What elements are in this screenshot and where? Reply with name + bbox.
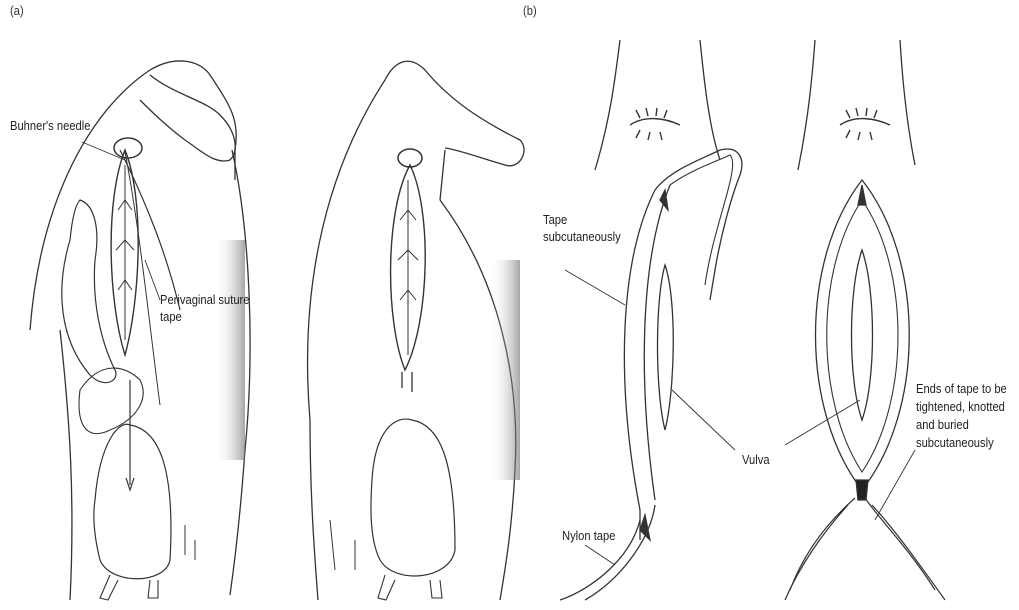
leader-buhners bbox=[82, 142, 125, 160]
leader-perivaginal bbox=[145, 260, 160, 300]
anus-right bbox=[840, 108, 890, 140]
label-tape-1: Tape bbox=[543, 212, 567, 227]
leader-nylon bbox=[585, 545, 615, 565]
label-perivaginal-2: tape bbox=[160, 309, 182, 324]
suture-diagram-right bbox=[785, 40, 945, 600]
tape-ends-right bbox=[785, 498, 945, 600]
cow-right-udder bbox=[371, 419, 455, 576]
label-ends-3: and buried bbox=[916, 417, 969, 432]
leader-vulva-left bbox=[672, 390, 735, 450]
label-ends-4: subcutaneously bbox=[916, 435, 994, 450]
anus-left bbox=[630, 108, 680, 140]
label-ends-1: Ends of tape to be bbox=[916, 381, 1007, 396]
vulva-right bbox=[852, 250, 873, 420]
hand bbox=[62, 200, 116, 383]
cow-left-tail bbox=[140, 75, 235, 161]
cow-right-illustration bbox=[308, 61, 524, 600]
panel-label-b: (b) bbox=[523, 3, 537, 18]
label-buhners-needle: Buhner's needle bbox=[10, 118, 90, 133]
tape-loop-left bbox=[624, 185, 670, 540]
cow-left-illustration bbox=[30, 61, 250, 600]
cow-left-rump bbox=[30, 61, 236, 330]
suture-diagram-left bbox=[560, 40, 742, 600]
label-vulva: Vulva bbox=[742, 452, 770, 467]
cow-left-udder bbox=[94, 424, 171, 578]
tape-loop-right bbox=[816, 180, 910, 490]
leader-tape-subcut bbox=[565, 270, 625, 305]
panel-label-a: (a) bbox=[10, 3, 24, 18]
nylon-tape-left bbox=[560, 505, 655, 600]
leader-vulva-right bbox=[785, 400, 860, 445]
label-tape-2: subcutaneously bbox=[543, 229, 621, 244]
label-perivaginal-1: Perivaginal suture bbox=[160, 292, 249, 307]
label-nylon-tape: Nylon tape bbox=[562, 528, 615, 543]
vulva-left bbox=[658, 265, 674, 430]
label-ends-2: tightened, knotted bbox=[916, 399, 1005, 414]
